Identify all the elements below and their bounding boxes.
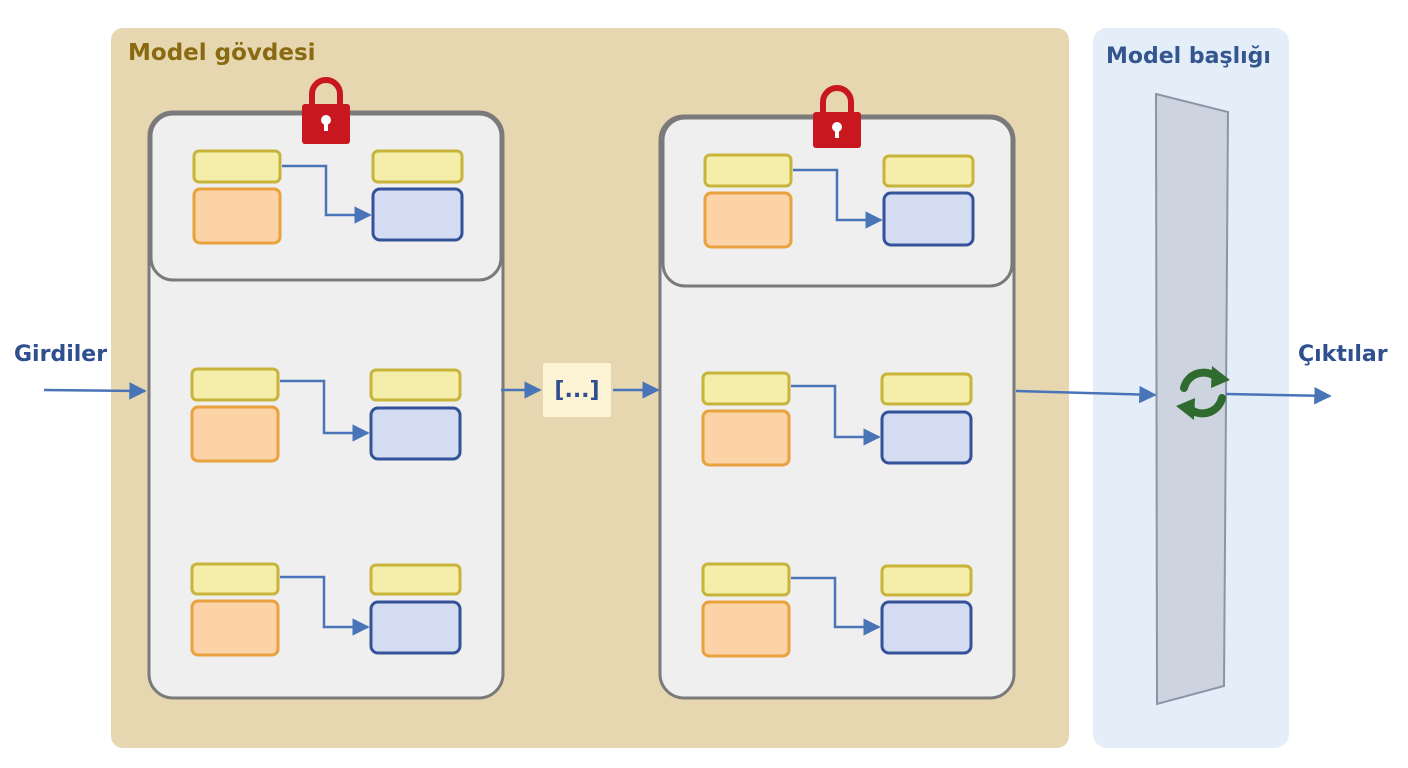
connector-arrow bbox=[791, 576, 881, 636]
connector-arrow bbox=[791, 384, 881, 446]
layer-unit bbox=[190, 367, 462, 463]
connector-arrow bbox=[793, 168, 883, 229]
yellow-block bbox=[701, 562, 791, 597]
head-layer bbox=[1154, 92, 1230, 706]
orange-block bbox=[190, 405, 280, 463]
yellow-block bbox=[371, 149, 464, 184]
layer-unit bbox=[703, 153, 975, 249]
layer-unit bbox=[190, 562, 462, 657]
yellow-block bbox=[701, 371, 791, 406]
ellipsis-block: [...] bbox=[543, 363, 611, 417]
flow-arrow bbox=[1015, 385, 1157, 404]
yellow-block bbox=[190, 562, 280, 596]
refresh-icon bbox=[1176, 366, 1230, 420]
lock-icon bbox=[813, 85, 861, 148]
inputs-label: Girdiler bbox=[14, 342, 108, 367]
yellow-block bbox=[880, 372, 973, 406]
orange-block bbox=[701, 409, 791, 467]
model-head-title: Model başlığı bbox=[1106, 44, 1271, 69]
yellow-block bbox=[880, 564, 973, 597]
output-arrow bbox=[1225, 386, 1332, 405]
model-body-title: Model gövdesi bbox=[128, 40, 316, 66]
orange-block bbox=[701, 600, 791, 658]
layer-unit bbox=[701, 562, 973, 658]
blue-block bbox=[880, 600, 973, 655]
yellow-block bbox=[369, 368, 462, 402]
lock-icon bbox=[302, 77, 350, 144]
blue-block bbox=[369, 406, 462, 461]
layer-unit bbox=[192, 149, 464, 245]
orange-block bbox=[192, 187, 282, 245]
connector-arrow bbox=[280, 575, 370, 636]
orange-block bbox=[190, 599, 280, 657]
orange-block bbox=[703, 191, 793, 249]
blue-block bbox=[880, 410, 973, 465]
blue-block bbox=[369, 600, 462, 655]
yellow-block bbox=[369, 563, 462, 596]
yellow-block bbox=[192, 149, 282, 184]
yellow-block bbox=[703, 153, 793, 188]
layer-unit bbox=[701, 371, 973, 467]
input-arrow bbox=[43, 382, 147, 400]
blue-block bbox=[371, 187, 464, 242]
outputs-label: Çıktılar bbox=[1298, 342, 1388, 367]
yellow-block bbox=[882, 154, 975, 188]
blue-block bbox=[882, 191, 975, 247]
connector-arrow bbox=[280, 379, 370, 442]
connector-arrow bbox=[282, 164, 372, 224]
yellow-block bbox=[190, 367, 280, 402]
